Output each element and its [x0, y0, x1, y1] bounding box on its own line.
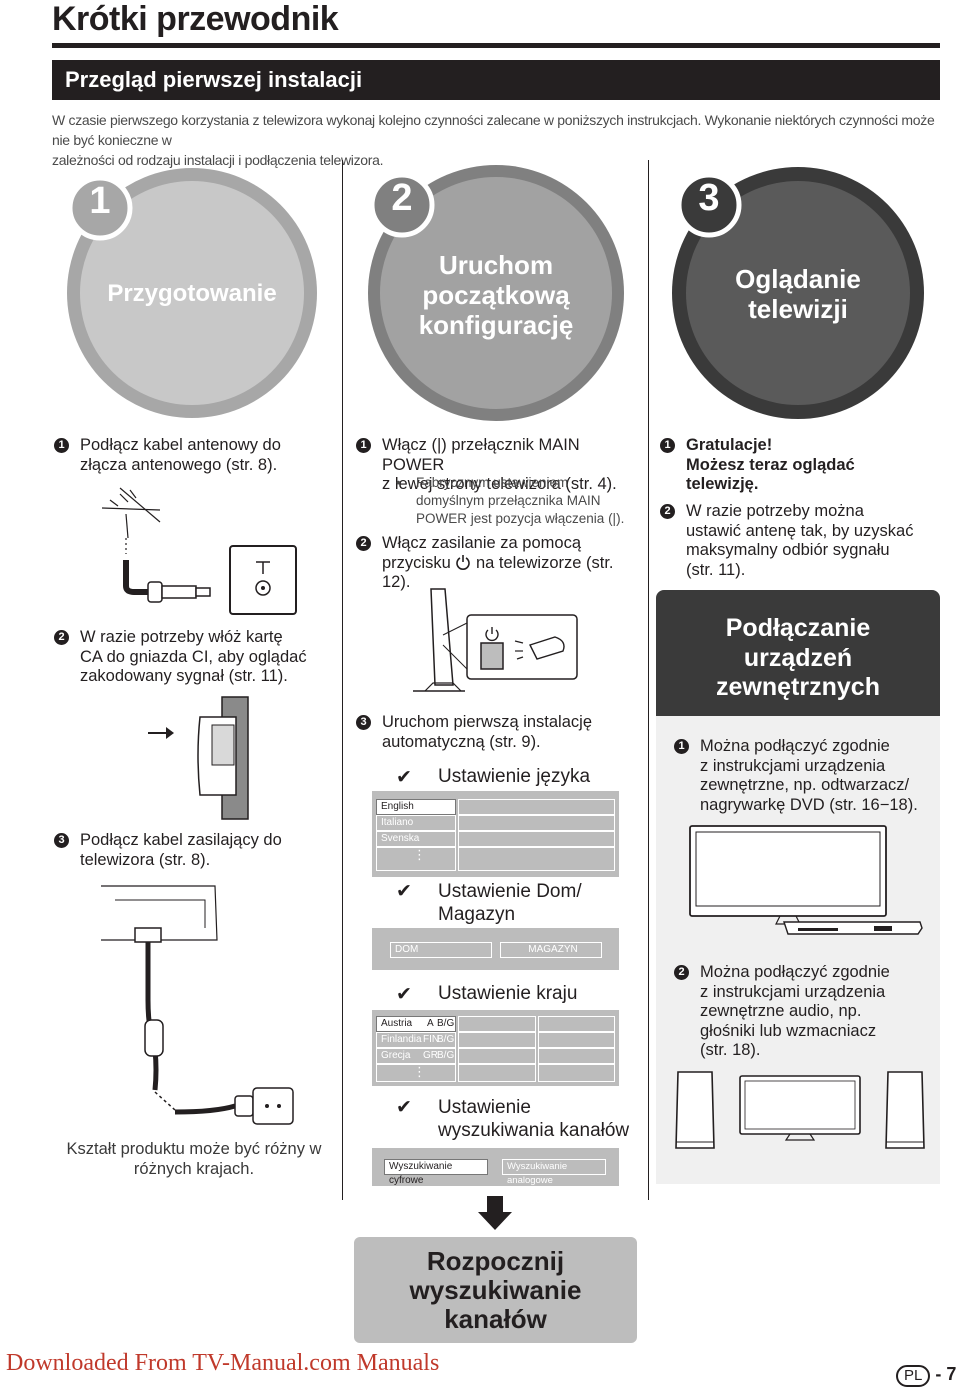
product-note: Kształt produktu może być różny w różnyc… — [66, 1140, 322, 1178]
speakers-illustration — [675, 1071, 925, 1149]
title-rule — [52, 43, 940, 48]
stage-2-circle — [368, 165, 624, 421]
check-icon: ✔ — [396, 767, 412, 788]
analog-search-option[interactable]: Wyszukiwanie analogowe — [502, 1159, 606, 1186]
language-more: ⋮ — [376, 847, 456, 871]
language-option[interactable]: English — [376, 799, 456, 815]
check-icon: ✔ — [396, 1097, 412, 1118]
language-badge: PL — [896, 1365, 931, 1387]
column-divider-2 — [648, 160, 649, 1200]
store-option[interactable]: MAGAZYN — [500, 942, 602, 958]
channel-search-panel: Wyszukiwanie cyfrowe Wyszukiwanie analog… — [372, 1148, 619, 1186]
language-panel: English Italiano Svenska ⋮ — [372, 791, 619, 877]
stage-3-number: 3 — [698, 177, 720, 219]
home-store-panel: DOM MAGAZYN — [372, 928, 619, 970]
section-banner: Przegląd pierwszej instalacji — [52, 60, 940, 100]
antenna-illustration — [101, 487, 297, 615]
setup-bullet: • Fabrycznym ustawieniem domyślnym przeł… — [396, 475, 625, 526]
power-cable-illustration — [101, 885, 294, 1125]
stage-2-number: 2 — [391, 177, 413, 219]
tv-dvd-illustration — [689, 825, 923, 935]
external-devices-header: Podłączanie urządzeń zewnętrznych — [656, 590, 940, 716]
language-setting-title: Ustawienie języka — [438, 766, 591, 787]
language-option[interactable]: Italiano — [376, 815, 456, 831]
stage-3-label: Oglądanie telewizji — [735, 264, 861, 324]
intro-text: W czasie pierwszego korzystania z telewi… — [52, 112, 935, 168]
power-icon — [456, 554, 471, 570]
stage-3-circle — [672, 167, 924, 419]
check-icon: ✔ — [396, 881, 412, 902]
country-panel: Austria A B/G Finlandia FIN B/G Grecja G… — [372, 1010, 619, 1086]
column-divider-1 — [342, 160, 343, 1200]
stage-1-circle — [67, 168, 317, 418]
language-option[interactable]: Svenska — [376, 831, 456, 847]
stage-diagram — [67, 165, 924, 421]
digital-search-option[interactable]: Wyszukiwanie cyfrowe — [384, 1159, 488, 1186]
stage-1-label: Przygotowanie — [107, 280, 277, 307]
start-search-box: Rozpocznij wyszukiwanie kanałów — [354, 1237, 637, 1343]
tv-power-button-illustration — [413, 588, 578, 692]
country-option[interactable]: Finlandia FIN B/G — [376, 1032, 456, 1048]
page-number: PL - 7 — [896, 1364, 956, 1387]
home-store-setting-title: Ustawienie Dom/ Magazyn — [438, 881, 582, 925]
channel-search-setting-title: Ustawienie wyszukiwania kanałów — [438, 1097, 630, 1141]
country-option[interactable]: Grecja GR B/G — [376, 1048, 456, 1064]
stage-2-label: Uruchom początkową konfigurację — [418, 250, 574, 340]
download-link[interactable]: Downloaded From TV-Manual.com Manuals — [6, 1350, 440, 1376]
ci-card-illustration — [148, 696, 249, 820]
stage-1-number: 1 — [89, 180, 111, 222]
country-option[interactable]: Austria A B/G — [376, 1016, 456, 1032]
page-title: Krótki przewodnik — [52, 0, 339, 38]
check-icon: ✔ — [396, 984, 412, 1005]
country-setting-title: Ustawienie kraju — [438, 983, 578, 1004]
down-arrow-icon — [478, 1196, 512, 1230]
country-more: ⋮ — [376, 1064, 456, 1082]
home-option[interactable]: DOM — [390, 942, 492, 958]
